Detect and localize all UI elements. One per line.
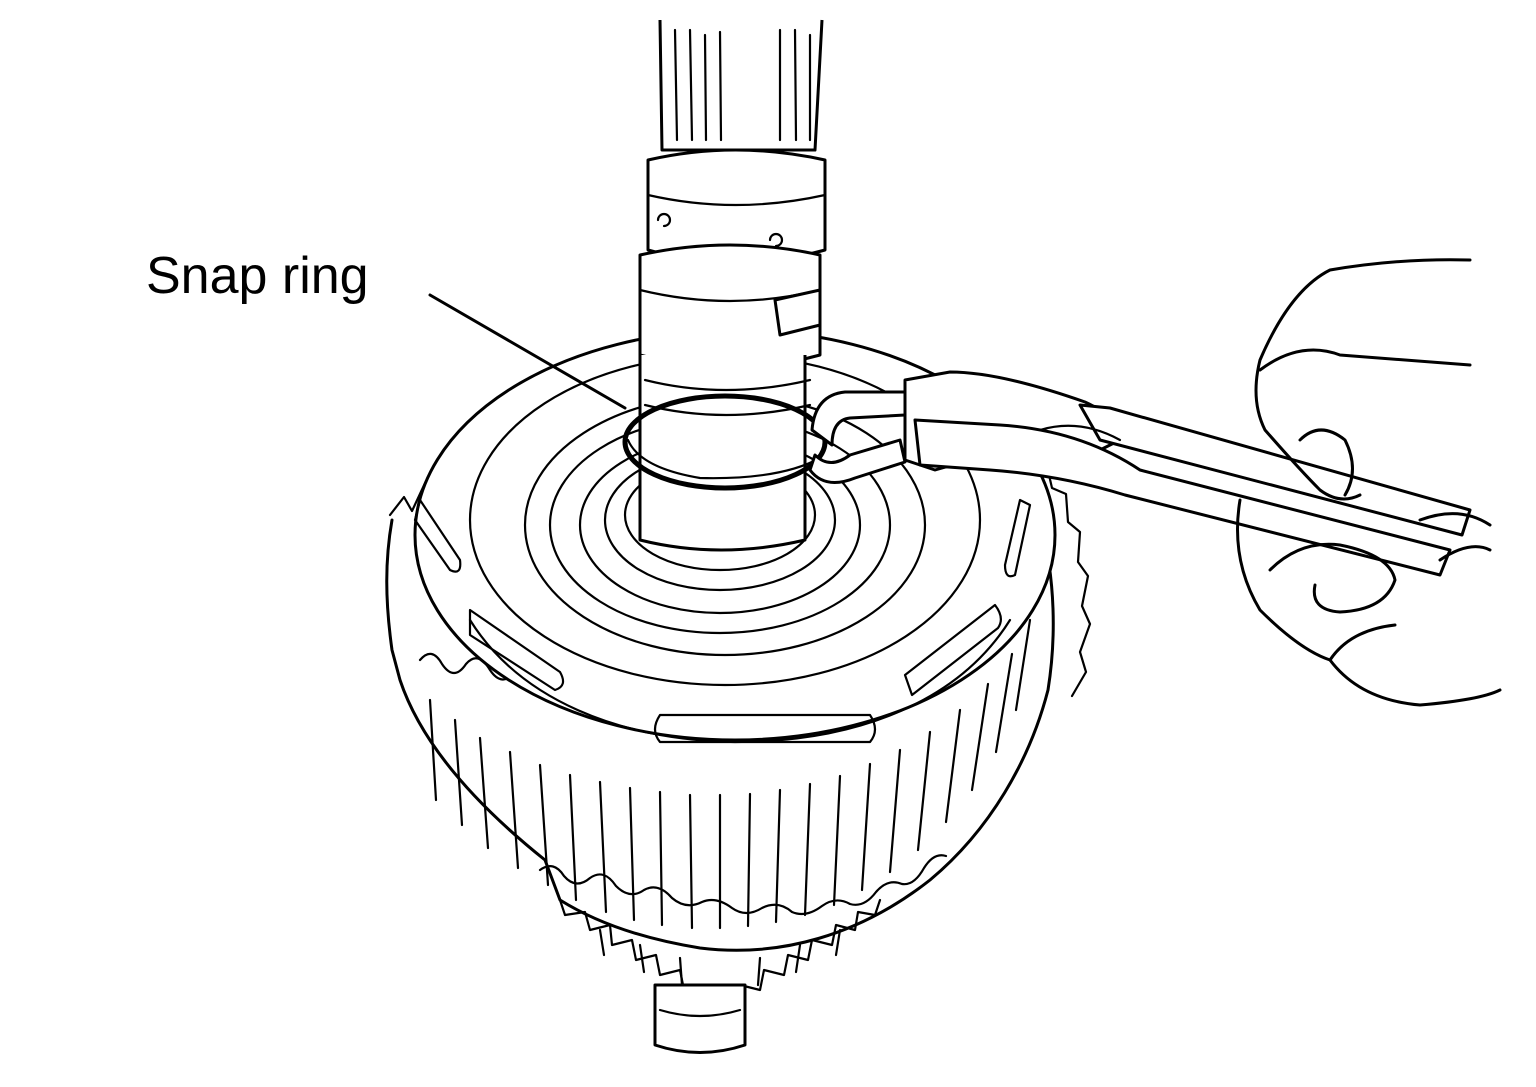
snap-ring-label: Snap ring bbox=[146, 247, 369, 305]
gear-teeth-icon bbox=[558, 898, 882, 1054]
snap-ring-pliers-icon bbox=[808, 370, 1472, 577]
drum-spline-lines bbox=[428, 618, 1032, 930]
drum-slot-bottom bbox=[653, 713, 877, 744]
drum-outer-outline bbox=[385, 518, 1055, 952]
hand-icon bbox=[1236, 258, 1502, 707]
drum-slot-left bbox=[468, 608, 565, 692]
drum-slot-right bbox=[903, 603, 1002, 697]
drum-lower-band bbox=[538, 854, 948, 916]
bottom-shaft-stub bbox=[653, 983, 747, 1054]
shaft-icon bbox=[638, 19, 827, 552]
snap-ring-leader-line bbox=[428, 293, 627, 410]
snap-ring-icon bbox=[622, 393, 828, 491]
